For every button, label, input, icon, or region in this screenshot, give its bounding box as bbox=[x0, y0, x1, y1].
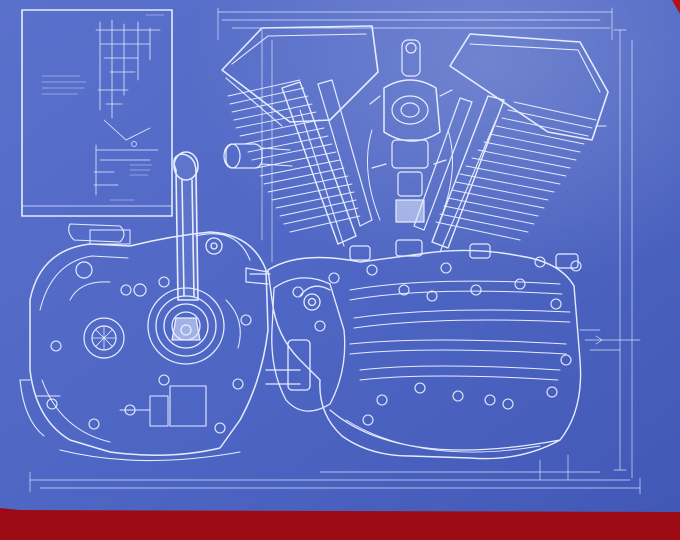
dimension-lines bbox=[29, 7, 641, 495]
carburetor-assembly bbox=[367, 39, 453, 223]
rear-cylinder bbox=[413, 33, 609, 253]
gearbox-cap bbox=[69, 261, 147, 359]
transmission-housing bbox=[19, 223, 269, 462]
cam-cover bbox=[265, 277, 346, 412]
title-block bbox=[21, 9, 173, 217]
clutch-drum bbox=[147, 233, 251, 365]
front-cylinder bbox=[221, 25, 379, 247]
paper-glare bbox=[0, 0, 680, 512]
crankcase bbox=[267, 249, 582, 460]
engine-mounts bbox=[245, 239, 579, 285]
bolt-heads bbox=[46, 256, 582, 434]
kick-start-lever bbox=[173, 151, 199, 301]
